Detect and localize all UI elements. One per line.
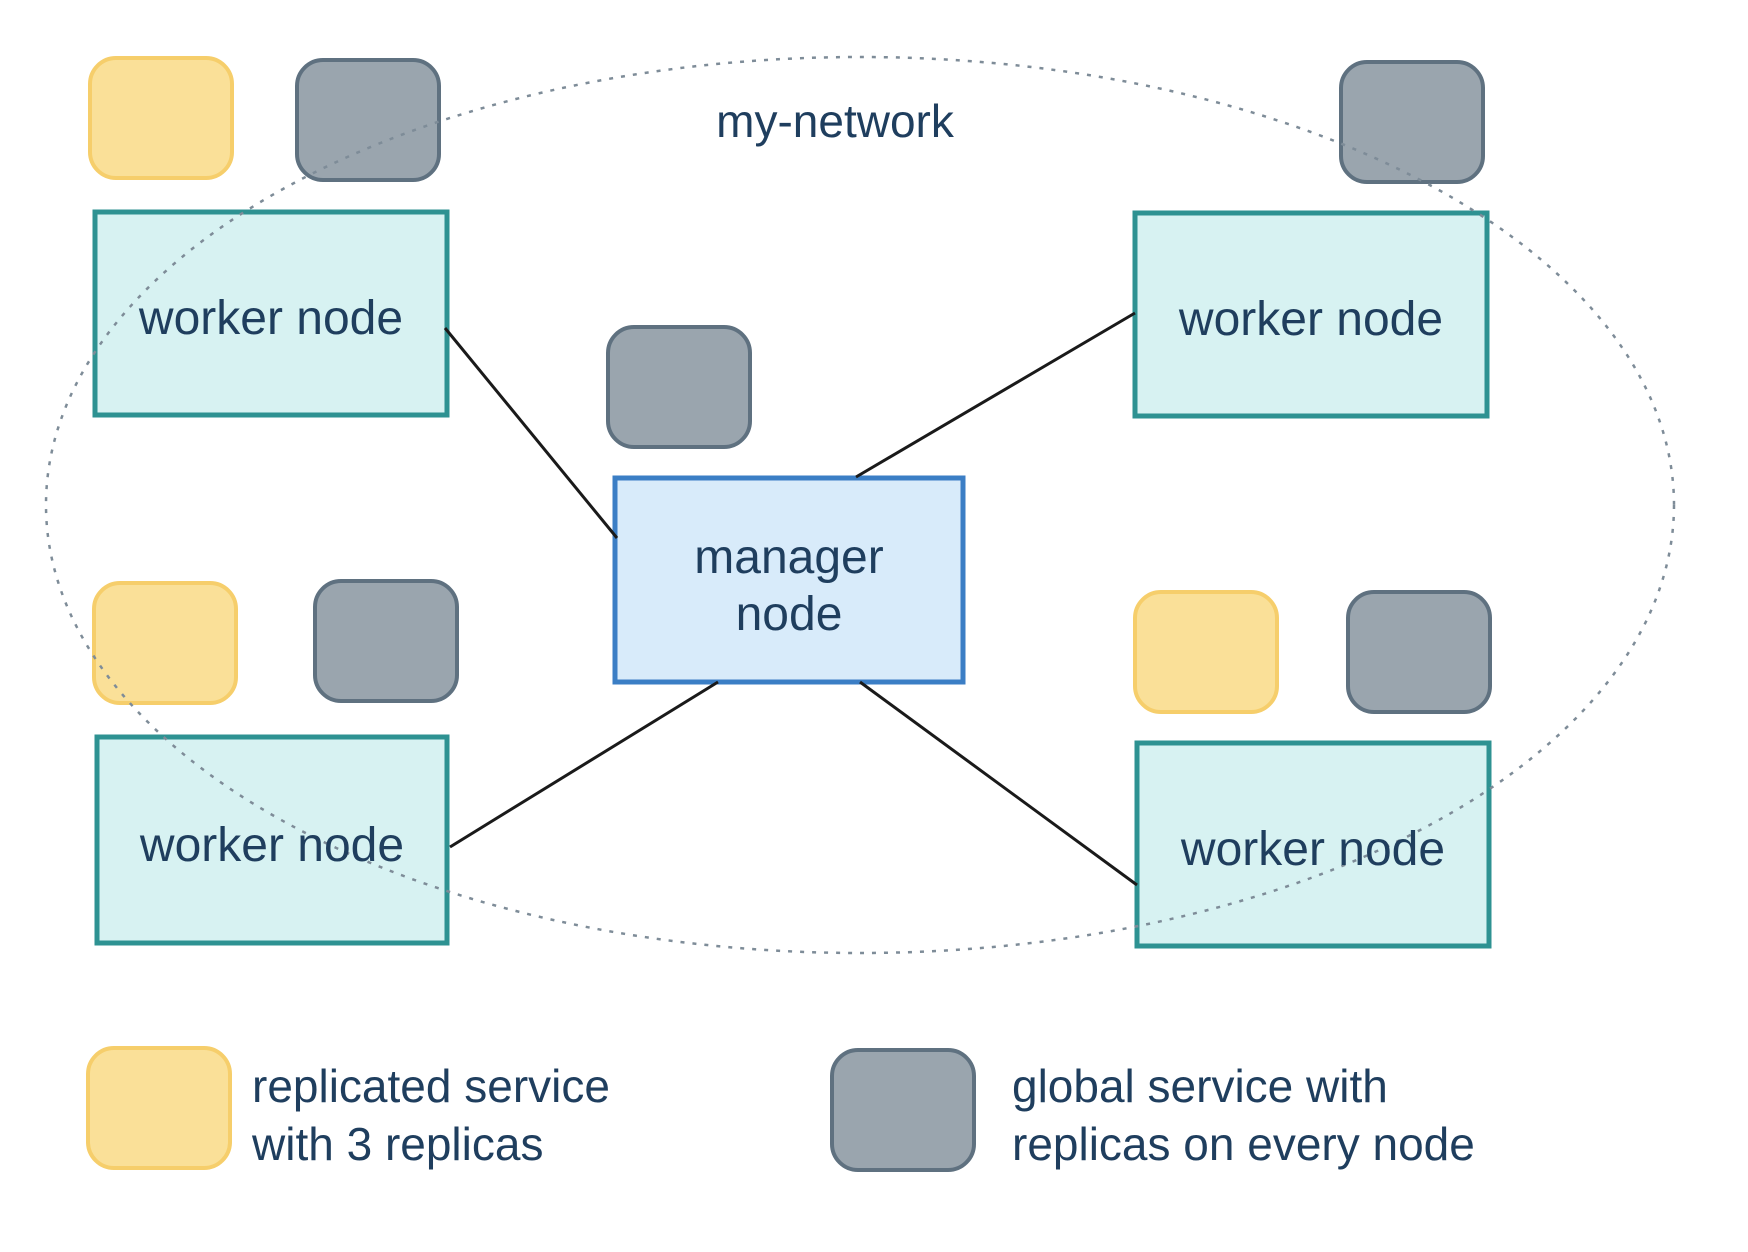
network-boundary-ellipse: [44, 55, 1676, 955]
worker-node-box-top-left: [92, 209, 450, 418]
worker-node-box-top-right: [1132, 210, 1490, 419]
connector-line-manager-bottom-left-worker: [449, 680, 719, 849]
connector-line-manager-top-right-worker: [855, 311, 1136, 479]
legend-global-service-label-line2: replicas on every node: [1012, 1118, 1475, 1170]
legend-replicated-service-swatch: [86, 1046, 232, 1170]
global-service-square-center: [606, 325, 752, 449]
legend-replicated-service-label-line2: with 3 replicas: [251, 1118, 543, 1170]
connector-line-manager-bottom-right-worker: [859, 680, 1138, 887]
global-service-square-bottom-left: [313, 579, 459, 703]
replicated-service-square-bottom-left: [92, 581, 238, 705]
legend-replicated-service-label-line1: replicated service: [252, 1060, 610, 1112]
manager-node-label-line2: node: [736, 588, 843, 641]
global-service-square-top-right: [1339, 60, 1485, 184]
manager-node-box: [612, 475, 966, 685]
global-service-square-bottom-right: [1346, 590, 1492, 714]
connector-line-manager-top-left-worker: [443, 327, 619, 539]
replicated-service-square-top-left: [88, 56, 234, 180]
legend-global-service-label-line1: global service with: [1012, 1060, 1388, 1112]
legend-global-service-swatch: [830, 1048, 976, 1172]
manager-node-label-line1: manager: [694, 531, 883, 584]
global-service-square-top-left: [295, 58, 441, 182]
replicated-service-square-bottom-right: [1133, 590, 1279, 714]
worker-node-label-top-right: worker node: [1178, 293, 1443, 346]
worker-node-box-bottom-left: [94, 734, 450, 946]
network-label: my-network: [716, 95, 955, 147]
worker-node-label-bottom-left: worker node: [139, 819, 404, 872]
worker-node-label-bottom-right: worker node: [1180, 823, 1445, 876]
worker-node-label-top-left: worker node: [138, 292, 403, 345]
